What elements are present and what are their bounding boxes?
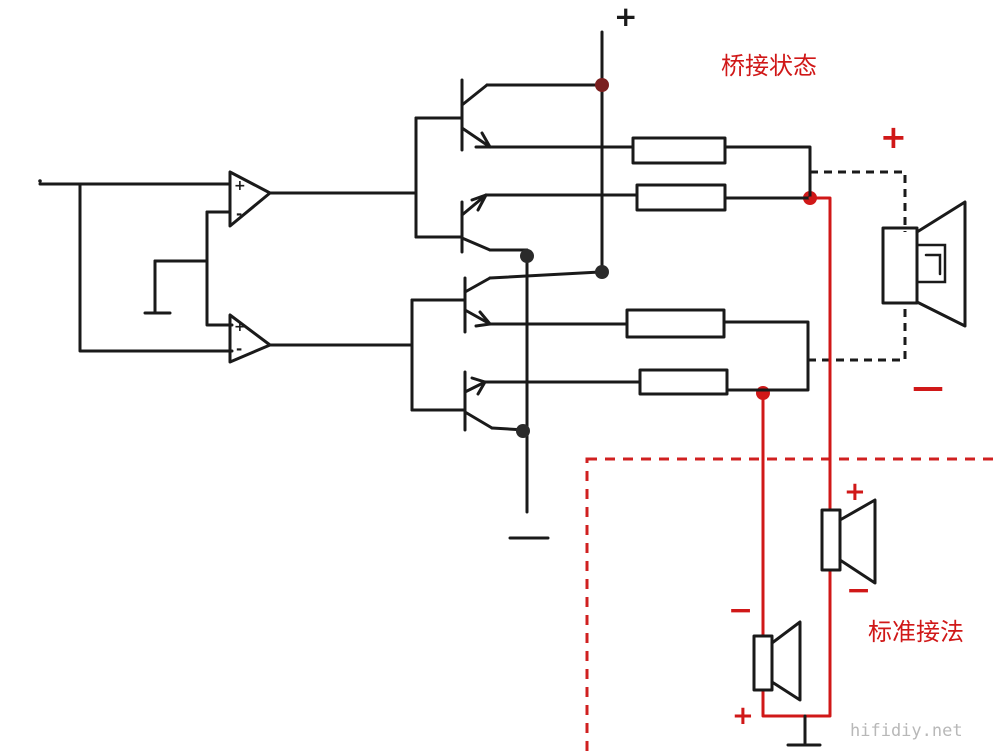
bridge-speaker-icon xyxy=(881,200,967,328)
speaker-1-negative: − xyxy=(846,573,871,608)
resistor-r4 xyxy=(638,368,729,396)
supply-positive-label: + xyxy=(614,0,637,33)
bridge-speaker-positive: + xyxy=(880,118,907,156)
speaker-2-icon xyxy=(752,620,802,702)
output-stage-2 xyxy=(410,270,602,432)
op-amp-2-minus: - xyxy=(236,340,242,358)
standard-wiring-box xyxy=(585,457,1000,756)
resistor-r3 xyxy=(625,308,726,339)
transistor-q3 xyxy=(463,270,602,334)
junction-dots xyxy=(516,78,817,438)
emitter-resistors xyxy=(483,136,812,396)
watermark: hifidiy.net xyxy=(850,721,963,741)
transistor-q1 xyxy=(460,78,604,152)
bridge-state-label: 桥接状态 xyxy=(721,52,817,80)
op-amp-1-plus: + xyxy=(234,178,246,194)
bridge-speaker-wiring xyxy=(808,170,907,362)
speaker-1-positive: + xyxy=(844,477,866,507)
standard-wiring-label: 标准接法 xyxy=(868,618,964,646)
resistor-r1 xyxy=(631,136,727,165)
op-amp-1: + - xyxy=(228,170,272,228)
speaker-1-icon xyxy=(820,498,877,585)
bridge-speaker-negative: — xyxy=(912,368,944,406)
input-section xyxy=(38,179,234,353)
op-amp-1-minus: - xyxy=(236,205,242,223)
transistor-q2 xyxy=(460,193,529,254)
op-amp-2-plus: + xyxy=(234,319,246,335)
output-stage-1 xyxy=(414,78,604,254)
resistor-r2 xyxy=(635,183,727,212)
speaker-2-negative: − xyxy=(728,593,753,628)
speaker-2-positive: + xyxy=(732,701,754,731)
standard-wiring xyxy=(761,196,832,747)
op-amp-2: + - xyxy=(228,313,272,364)
